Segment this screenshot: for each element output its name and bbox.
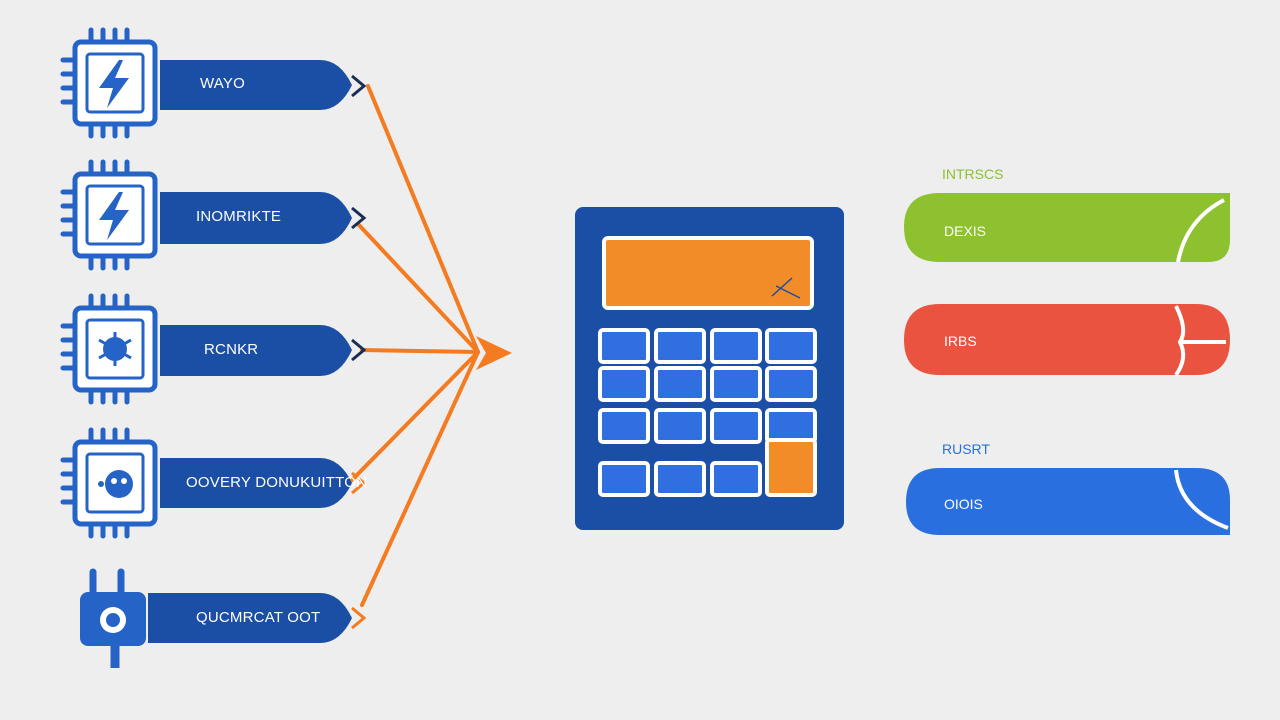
chevron-right-icon xyxy=(351,471,367,495)
calculator-keys xyxy=(598,328,817,497)
lightning-chip-icon xyxy=(60,159,158,271)
input-label-2: INOMRIKTE xyxy=(196,208,282,225)
input-banner-3 xyxy=(160,325,352,376)
input-row-2 xyxy=(60,159,367,271)
output-label-1: DEXIS xyxy=(944,223,987,239)
calculator-equals-key xyxy=(765,438,817,497)
chevron-right-icon xyxy=(351,338,367,362)
input-label-5: QUCMRCAT OOT xyxy=(196,609,321,626)
input-row-5 xyxy=(80,568,367,668)
output-caption-1: INTRSCS xyxy=(942,166,1004,182)
face-chip-icon xyxy=(60,427,158,539)
converging-arrows xyxy=(350,84,480,607)
arrow-line-4 xyxy=(350,350,480,482)
output-caption-3: RUSRT xyxy=(942,441,990,457)
bug-chip-icon xyxy=(60,293,158,405)
output-bar-green xyxy=(904,193,1230,263)
chevron-right-icon xyxy=(351,74,367,98)
input-row-3 xyxy=(60,293,367,405)
input-banner-2 xyxy=(160,192,352,244)
arrow-line-2 xyxy=(356,222,480,354)
chevron-right-icon xyxy=(351,606,367,630)
output-bar-blue xyxy=(906,468,1230,535)
input-banner-5 xyxy=(148,593,352,643)
input-label-4: OOVERY DONUKUITTON xyxy=(186,474,368,491)
input-row-1 xyxy=(60,27,367,139)
output-label-2: IRBS xyxy=(944,333,977,349)
input-banner-1 xyxy=(160,60,352,110)
input-label-3: RCNKR xyxy=(204,341,259,358)
input-banner-4 xyxy=(160,458,352,508)
arrow-head xyxy=(476,336,512,370)
chevron-right-icon xyxy=(351,206,367,230)
calculator-display xyxy=(602,236,814,310)
input-label-1: WAYO xyxy=(200,75,245,92)
arrow-line-3 xyxy=(360,348,480,354)
plug-icon xyxy=(80,568,146,668)
arrow-line-1 xyxy=(366,84,480,354)
arrow-line-5 xyxy=(360,350,480,607)
calculator-icon xyxy=(575,207,844,530)
input-row-4 xyxy=(60,427,367,539)
output-label-3: OIOIS xyxy=(944,496,983,512)
output-bar-red xyxy=(904,304,1230,377)
lightning-chip-icon xyxy=(60,27,158,139)
